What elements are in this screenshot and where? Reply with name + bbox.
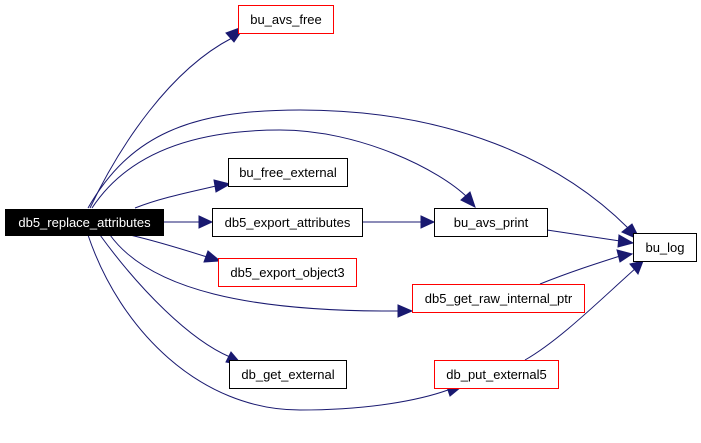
node-db_get_external[interactable]: db_get_external (229, 360, 347, 389)
node-box (412, 284, 585, 313)
arrow-head-icon (198, 215, 214, 229)
arrow-head-icon (616, 249, 634, 263)
node-box (212, 208, 363, 237)
edge-root-to-db5_get_raw_internal_ptr (109, 234, 414, 318)
node-box (5, 209, 164, 236)
node-box (228, 158, 348, 187)
edge-root-to-db5_export_object3 (129, 234, 222, 263)
edges-layer (87, 24, 644, 411)
arrow-head-icon (629, 260, 644, 275)
node-label: bu_log (645, 240, 684, 255)
node-label: db5_export_attributes (225, 215, 351, 230)
edge-line (539, 255, 621, 285)
edge-root-to-bu_free_external (134, 179, 232, 209)
nodes-layer: db5_replace_attributes bu_avs_free bu_free… (5, 5, 697, 389)
root-node: db5_replace_attributes (5, 209, 164, 236)
node-label: bu_free_external (239, 165, 337, 180)
arrow-head-icon (617, 234, 635, 248)
edge-db_put_external5-to-bu_log (524, 260, 644, 361)
node-bu_avs_free[interactable]: bu_avs_free (238, 5, 334, 34)
node-box (218, 258, 357, 287)
edge-line (109, 234, 401, 312)
edge-root-to-bu_log (87, 109, 642, 242)
edge-db5_export_attributes-to-bu_avs_print (362, 215, 436, 229)
node-box (434, 360, 559, 389)
node-box (229, 360, 347, 389)
node-db5_get_raw_internal_ptr[interactable]: db5_get_raw_internal_ptr (412, 284, 585, 313)
node-label: db5_replace_attributes (18, 215, 151, 230)
edge-line (91, 129, 469, 209)
node-label: db5_get_raw_internal_ptr (425, 291, 573, 306)
edge-bu_avs_print-to-bu_log (546, 229, 635, 248)
edge-line (129, 234, 208, 258)
node-label: bu_avs_free (250, 12, 322, 27)
arrow-head-icon (203, 250, 222, 263)
node-box (633, 233, 697, 262)
node-bu_avs_print[interactable]: bu_avs_print (434, 208, 548, 237)
edge-line (134, 185, 217, 209)
arrow-head-icon (397, 304, 414, 318)
edge-root-to-db5_export_attributes (163, 215, 214, 229)
edge-line (524, 267, 637, 361)
node-db5_export_object3[interactable]: db5_export_object3 (218, 258, 357, 287)
edge-line (87, 234, 449, 411)
node-label: db5_export_object3 (230, 265, 344, 280)
node-box (434, 208, 548, 237)
arrow-head-icon (460, 191, 476, 208)
edge-line (99, 234, 231, 358)
node-db5_export_attributes[interactable]: db5_export_attributes (212, 208, 363, 237)
arrow-head-icon (213, 179, 232, 193)
node-label: db_put_external5 (446, 367, 546, 382)
edge-line (89, 37, 233, 209)
edge-root-to-db_get_external (99, 234, 244, 366)
node-db_put_external5[interactable]: db_put_external5 (434, 360, 559, 389)
arrow-head-icon (420, 215, 436, 229)
edge-line (87, 109, 629, 229)
edge-line (546, 229, 621, 242)
edge-root-to-bu_avs_free (89, 24, 247, 209)
edge-db5_get_raw_internal_ptr-to-bu_log (539, 249, 634, 285)
node-bu_log[interactable]: bu_log (633, 233, 697, 262)
edge-root-to-bu_avs_print (91, 129, 476, 209)
node-label: db_get_external (241, 367, 334, 382)
node-box (238, 5, 334, 34)
node-bu_free_external[interactable]: bu_free_external (228, 158, 348, 187)
node-label: bu_avs_print (454, 215, 529, 230)
